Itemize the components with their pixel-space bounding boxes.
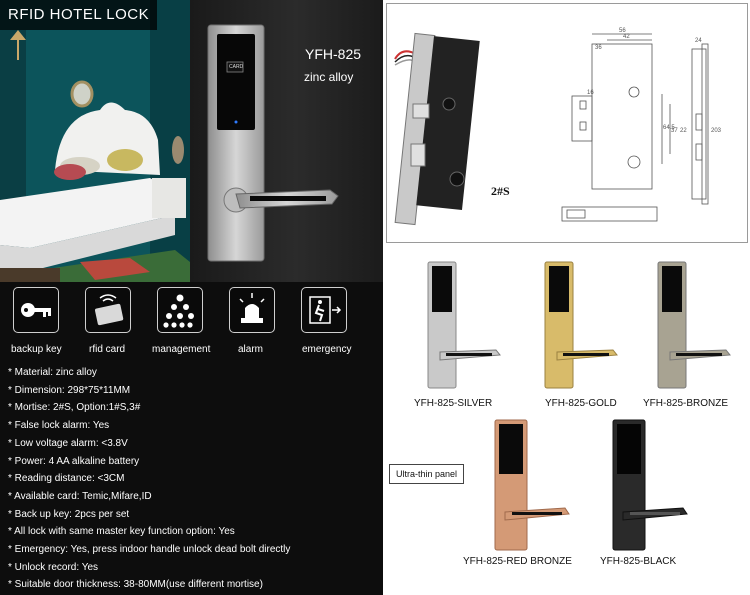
dimension-label: 24 — [695, 38, 702, 44]
hero-lock-image — [190, 0, 383, 282]
dimension-label: 203 — [711, 128, 722, 134]
feature-label-alarm: alarm — [238, 344, 264, 355]
spec-item: * Dimension: 298*75*11MM — [8, 384, 131, 396]
spec-item: * All lock with same master key function… — [8, 526, 235, 538]
variant-silver-image — [427, 261, 501, 389]
hotel-room-photo: RFID HOTEL LOCK — [0, 0, 190, 282]
feature-icons: backup key rfid card management alarm em… — [0, 282, 383, 362]
material-label: zinc alloy — [304, 70, 354, 84]
spec-item: * Unlock record: Yes — [8, 561, 99, 573]
hierarchy-icon — [157, 287, 203, 333]
spec-list: * Material: zinc alloy * Dimension: 298*… — [8, 364, 290, 594]
variant-gold-image — [544, 261, 618, 389]
variant-label-red-bronze: YFH-825-RED BRONZE — [463, 556, 572, 567]
feature-label-management: management — [152, 344, 211, 355]
feature-label-emergency: emergency — [302, 344, 352, 355]
dimension-label: 56 — [619, 28, 626, 34]
spec-item: * Mortise: 2#S, Option:1#S,3# — [8, 402, 141, 414]
key-icon — [13, 287, 59, 333]
emergency-exit-icon — [301, 287, 347, 333]
page-title: RFID HOTEL LOCK — [0, 0, 158, 30]
dimension-label: 36 — [595, 45, 602, 51]
variant-label-silver: YFH-825-SILVER — [414, 398, 493, 409]
spec-item: * Back up key: 2pcs per set — [8, 508, 130, 520]
dimension-label: 37 — [671, 128, 678, 134]
spec-item: * False lock alarm: Yes — [8, 420, 110, 432]
left-panel: RFID HOTEL LOCK YFH-825 zinc alloy CARD — [0, 0, 383, 595]
spec-item: * Suitable door thickness: 38-80MM(use d… — [8, 579, 263, 591]
ultra-thin-panel-label: Ultra-thin panel — [389, 464, 465, 484]
spec-item: * Material: zinc alloy — [8, 367, 97, 378]
dimension-label: 16 — [587, 90, 594, 96]
dimension-label: 42 — [623, 34, 630, 40]
mortise-type-label: 2#S — [491, 184, 510, 198]
feature-label-backup-key: backup key — [11, 344, 62, 355]
spec-item: * Reading distance: <3CM — [8, 473, 125, 485]
feature-label-rfid-card: rfid card — [89, 344, 126, 355]
variant-label-gold: YFH-825-GOLD — [545, 398, 617, 409]
siren-icon — [229, 287, 275, 333]
model-number: YFH-825 — [305, 46, 362, 62]
spec-item: * Low voltage alarm: <3.8V — [8, 437, 128, 449]
hotel-room-illustration — [0, 0, 190, 282]
variant-bronze-image — [657, 261, 731, 389]
variant-label-black: YFH-825-BLACK — [600, 556, 677, 567]
door-lock-illustration — [207, 24, 339, 262]
dimension-label: 64.5 — [663, 125, 675, 131]
mortise-drawing: 56 42 36 16 64.5 37 22 203 24 — [394, 28, 722, 226]
mortise-diagram: 56 42 36 16 64.5 37 22 203 24 — [386, 3, 748, 243]
variant-red-bronze-image — [494, 419, 570, 551]
rfid-card-icon — [85, 287, 131, 333]
variant-label-bronze: YFH-825-BRONZE — [643, 398, 729, 409]
dimension-label: 22 — [680, 128, 687, 134]
variant-black-image — [612, 419, 688, 551]
spec-item: * Power: 4 AA alkaline battery — [8, 455, 140, 467]
spec-item: * Emergency: Yes, press indoor handle un… — [8, 544, 291, 556]
spec-item: * Available card: Temic,Mifare,ID — [8, 490, 152, 502]
card-slot-label: CARD — [229, 64, 244, 70]
